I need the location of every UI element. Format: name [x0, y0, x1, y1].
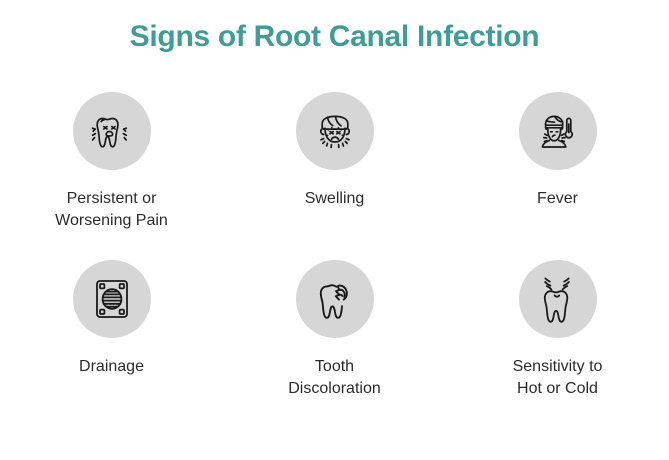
sign-item-sensitivity: Sensitivity to Hot or Cold: [446, 260, 669, 428]
sign-label: Persistent or Worsening Pain: [55, 190, 168, 229]
icon-circle: [295, 260, 374, 338]
icon-circle: [295, 92, 374, 170]
sign-item-drainage: Drainage: [0, 260, 223, 428]
fever-thermometer-icon: [532, 105, 584, 157]
sign-label: Fever: [537, 190, 578, 207]
icon-circle: [518, 260, 597, 338]
icon-circle: [72, 92, 151, 170]
sign-label: Sensitivity to Hot or Cold: [512, 358, 603, 397]
sign-item-swelling: Swelling: [223, 92, 446, 260]
sensitive-tooth-icon: [532, 273, 584, 325]
sign-item-tooth-discoloration: Tooth Discoloration: [223, 260, 446, 428]
icon-circle: [72, 260, 151, 338]
sign-item-fever: Fever: [446, 92, 669, 260]
swollen-face-icon: [309, 105, 361, 157]
icon-circle: [518, 92, 597, 170]
signs-grid: Persistent or Worsening Pain: [0, 92, 669, 428]
sign-label: Tooth Discoloration: [288, 358, 381, 397]
drain-grate-icon: [86, 273, 138, 325]
sign-item-persistent-pain: Persistent or Worsening Pain: [0, 92, 223, 260]
cracked-tooth-icon: [309, 273, 361, 325]
tooth-in-pain-icon: [86, 105, 138, 157]
sign-label: Drainage: [79, 358, 144, 375]
sign-label: Swelling: [304, 190, 365, 207]
page-title: Signs of Root Canal Infection: [129, 20, 540, 53]
